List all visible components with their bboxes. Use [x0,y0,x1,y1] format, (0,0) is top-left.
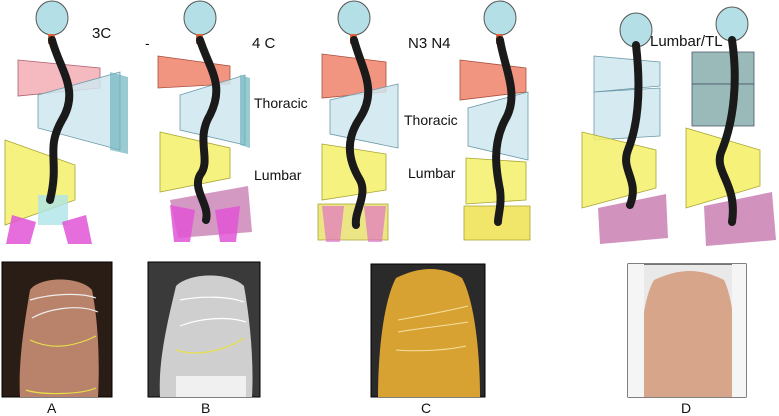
pelvis-left-c1 [322,206,344,242]
label-4c: 4 C [252,35,276,52]
stray-mark: - [145,35,150,51]
spine-curve-c1 [345,36,373,229]
pelvis-left-a [6,215,36,244]
label-3c: 3C [92,25,111,42]
pelvis-right-c1 [364,206,386,242]
thoracic-block-d1 [593,87,661,141]
label-thoracic-b: Thoracic [254,95,308,111]
spine-curve-c2 [492,36,516,226]
spine-curve-d1 [622,41,643,209]
pelvis-right-a [62,215,92,244]
head-c1 [337,0,371,36]
thoracic-side-a [110,72,128,154]
pelvis-right-b [215,206,240,242]
pelvis-block-d1 [598,194,668,244]
photo-a [1,261,113,398]
head-c2 [483,0,517,36]
spine-model-c1 [317,0,399,242]
back-photo-icon-a [19,279,99,397]
upper-block-c2 [459,59,527,101]
label-n3-n4: N3 N4 [408,35,451,52]
panel-label-b: B [201,400,210,416]
pelvis-left-b [170,205,195,242]
spine-model-d1 [581,12,668,244]
photo-c [370,263,486,398]
panel-label-d: D [681,400,691,416]
lumbar-block-d1 [581,131,657,209]
spine-model-a [4,0,128,244]
photo-b [147,261,261,398]
back-photo-icon-b [159,275,253,397]
label-lumbar-tl: Lumbar/TL [650,33,723,50]
pelvis-block-d2 [704,192,776,246]
back-photo-icon-c [378,269,480,397]
spine-model-c2 [459,0,531,241]
sacral-block-a [38,195,68,225]
upper-block-d1 [593,55,661,93]
thoracic-side-b [240,75,250,148]
upper-block-d2 [691,51,755,85]
spine-model-d2 [685,6,776,246]
label-lumbar-b: Lumbar [254,167,302,183]
spine-model-b [157,0,252,242]
label-lumbar-c: Lumbar [408,165,456,181]
head-b [183,0,217,36]
panel-label-c: C [421,400,431,416]
photo-d [627,263,747,398]
spine-curve-b [194,36,221,224]
head-a [35,0,69,36]
spine-curve-d2 [715,36,739,226]
label-thoracic-c: Thoracic [404,112,458,128]
thoracic-block-d2 [691,83,755,127]
back-photo-icon-d [639,271,737,397]
spine-curve-a [46,36,74,204]
panel-label-a: A [47,400,57,416]
